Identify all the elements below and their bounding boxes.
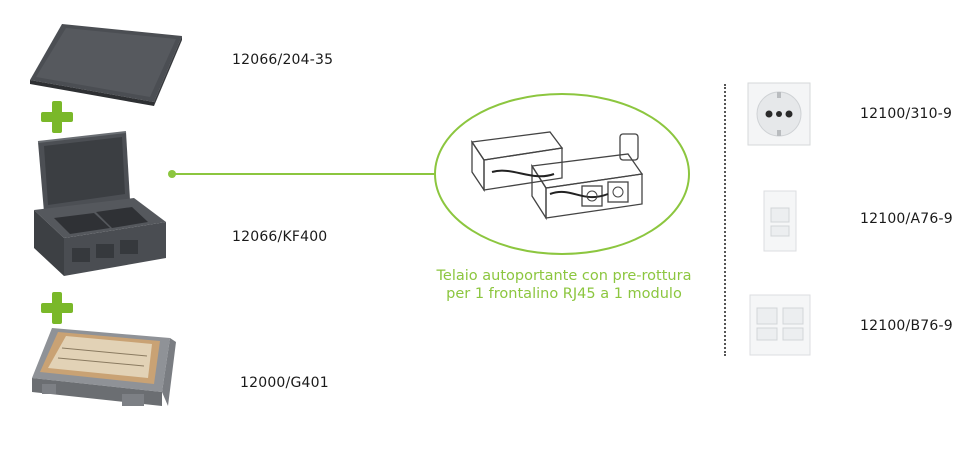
rj45-single-module-image (763, 190, 797, 252)
plus-icon (41, 101, 73, 133)
module-code-2: 12100/A76-9 (860, 211, 953, 227)
frame-caption: Telaio autoportante con pre-rottura per … (414, 267, 714, 303)
rj45-double-module-image (749, 294, 811, 356)
socket-module-image (747, 82, 811, 146)
cover-plate-image (30, 24, 182, 106)
frame-detail-ellipse (434, 93, 690, 255)
floor-box-image (34, 131, 166, 276)
box-code: 12066/KF400 (232, 229, 328, 245)
plus-icon (41, 292, 73, 324)
callout-connector (168, 170, 440, 178)
housing-image (32, 328, 176, 406)
modules-divider (724, 84, 726, 356)
caption-line-1: Telaio autoportante con pre-rottura (436, 268, 692, 284)
cover-code: 12066/204-35 (232, 52, 334, 68)
housing-code: 12000/G401 (240, 375, 329, 391)
module-code-3: 12100/B76-9 (860, 318, 953, 334)
caption-line-2: per 1 frontalino RJ45 a 1 modulo (446, 286, 682, 302)
module-code-1: 12100/310-9 (860, 106, 953, 122)
